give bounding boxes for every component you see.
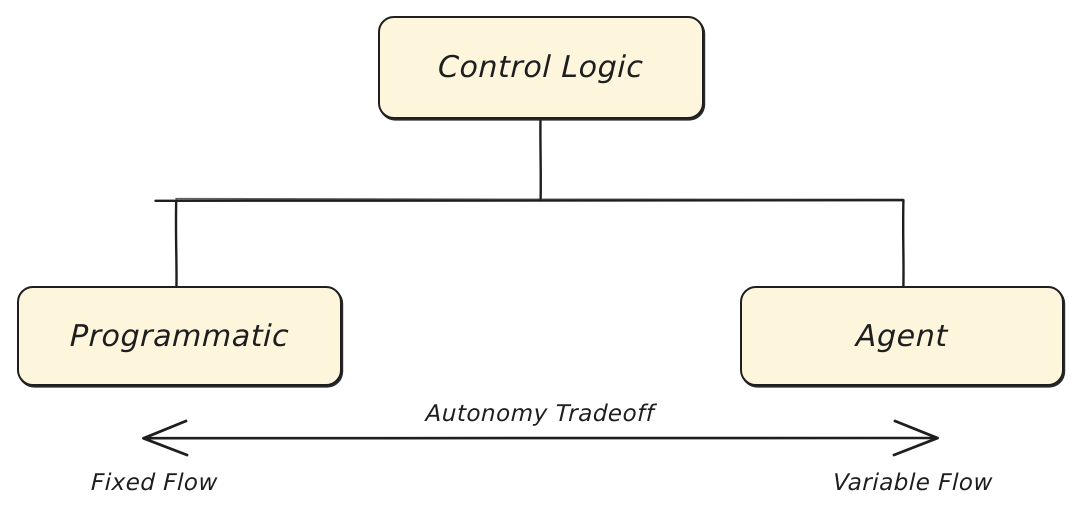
edge-horizontal-bus	[154, 199, 905, 202]
node-programmatic[interactable]: Programmatic	[17, 286, 342, 386]
spectrum-arrow-head-left	[142, 419, 189, 457]
node-programmatic-label: Programmatic	[69, 318, 290, 354]
spectrum-caption: Autonomy Tradeoff	[425, 401, 655, 427]
node-control-logic[interactable]: Control Logic	[378, 16, 704, 119]
spectrum-label-right: Variable Flow	[832, 470, 994, 496]
spectrum-arrow-head-right	[892, 419, 939, 457]
node-agent[interactable]: Agent	[740, 286, 1064, 386]
node-agent-label: Agent	[855, 318, 949, 354]
spectrum-label-left: Fixed Flow	[90, 470, 219, 496]
edge-horizontal-bus-overstroke	[175, 197, 904, 201]
edge-drop-left	[174, 199, 178, 290]
node-control-logic-label: Control Logic	[437, 50, 645, 85]
